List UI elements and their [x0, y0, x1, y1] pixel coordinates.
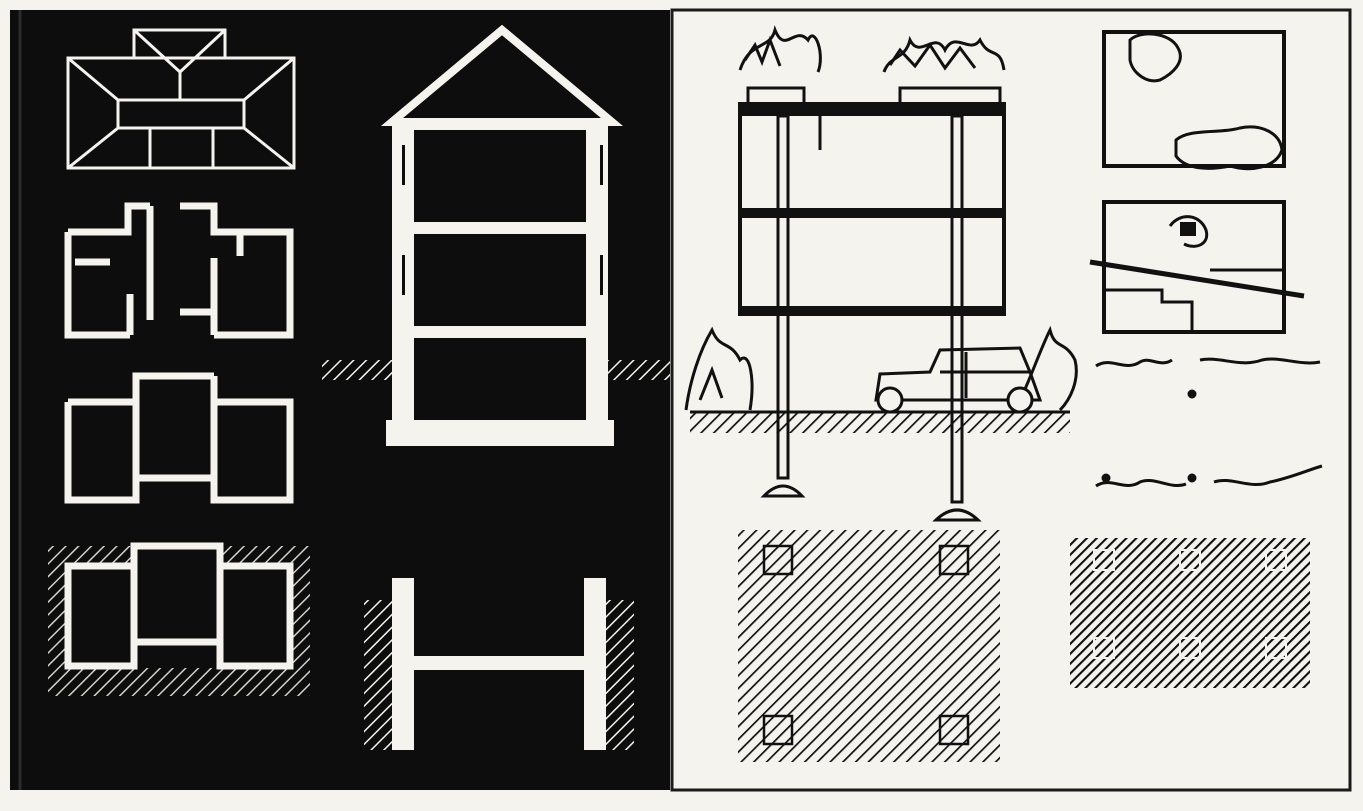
- roof-plan-icon: [66, 28, 296, 170]
- ribbon-window-icon: [1095, 357, 1323, 488]
- floor-plan-icon: [64, 202, 294, 339]
- floor-plan-icon: [64, 372, 294, 504]
- car-icon: [874, 346, 1043, 414]
- roof-plant-icon: [738, 25, 1006, 73]
- ground-plan-icon: [1070, 538, 1310, 688]
- shrub-icon: [684, 325, 1078, 412]
- roof-garden-plan-icon: [1102, 30, 1286, 171]
- free-plan-icon: [1089, 200, 1305, 334]
- traditional-panel: [10, 10, 670, 790]
- house-section-icon: [322, 24, 670, 446]
- pilotis-section-icon: [684, 25, 1078, 522]
- foundation-plan-icon: [48, 542, 310, 696]
- basement-section-icon: [364, 578, 634, 750]
- ground-plan-icon: [738, 530, 1000, 762]
- modern-panel: [670, 8, 1352, 792]
